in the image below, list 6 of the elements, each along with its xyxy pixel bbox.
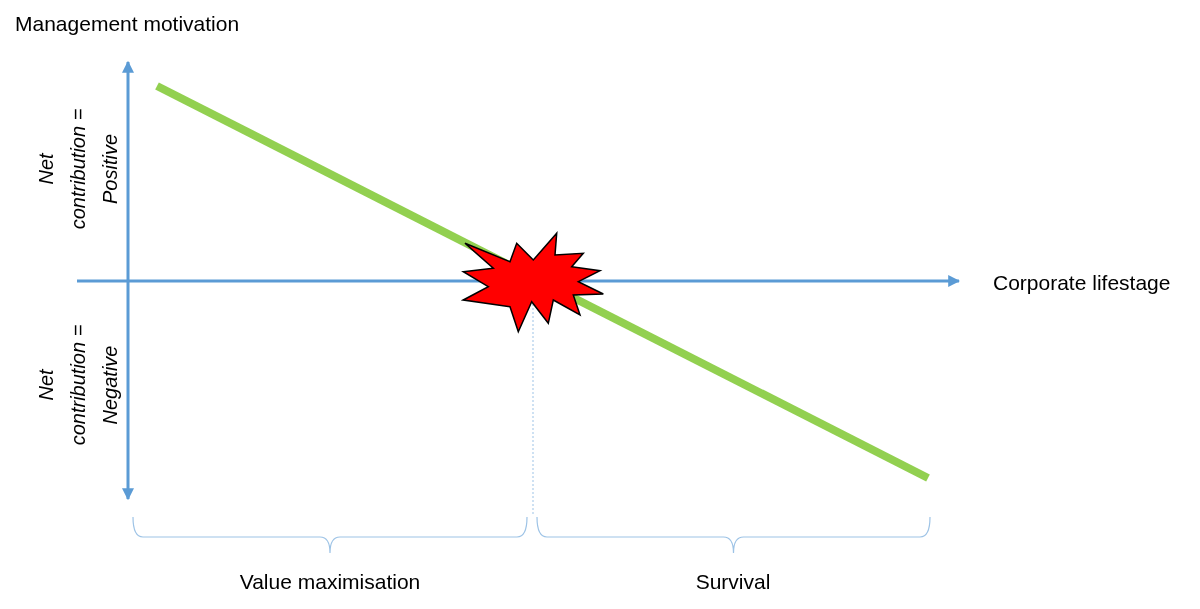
phase-label: Survival [695, 569, 771, 595]
axis-title: Management motivation [15, 11, 240, 37]
phase-label: Value maximisation [239, 569, 421, 595]
quadrant-label: Net contribution = Negative [34, 323, 122, 448]
quadrant-label: Net contribution = Positive [34, 107, 122, 232]
axis-title: Corporate lifestage [993, 270, 1171, 296]
